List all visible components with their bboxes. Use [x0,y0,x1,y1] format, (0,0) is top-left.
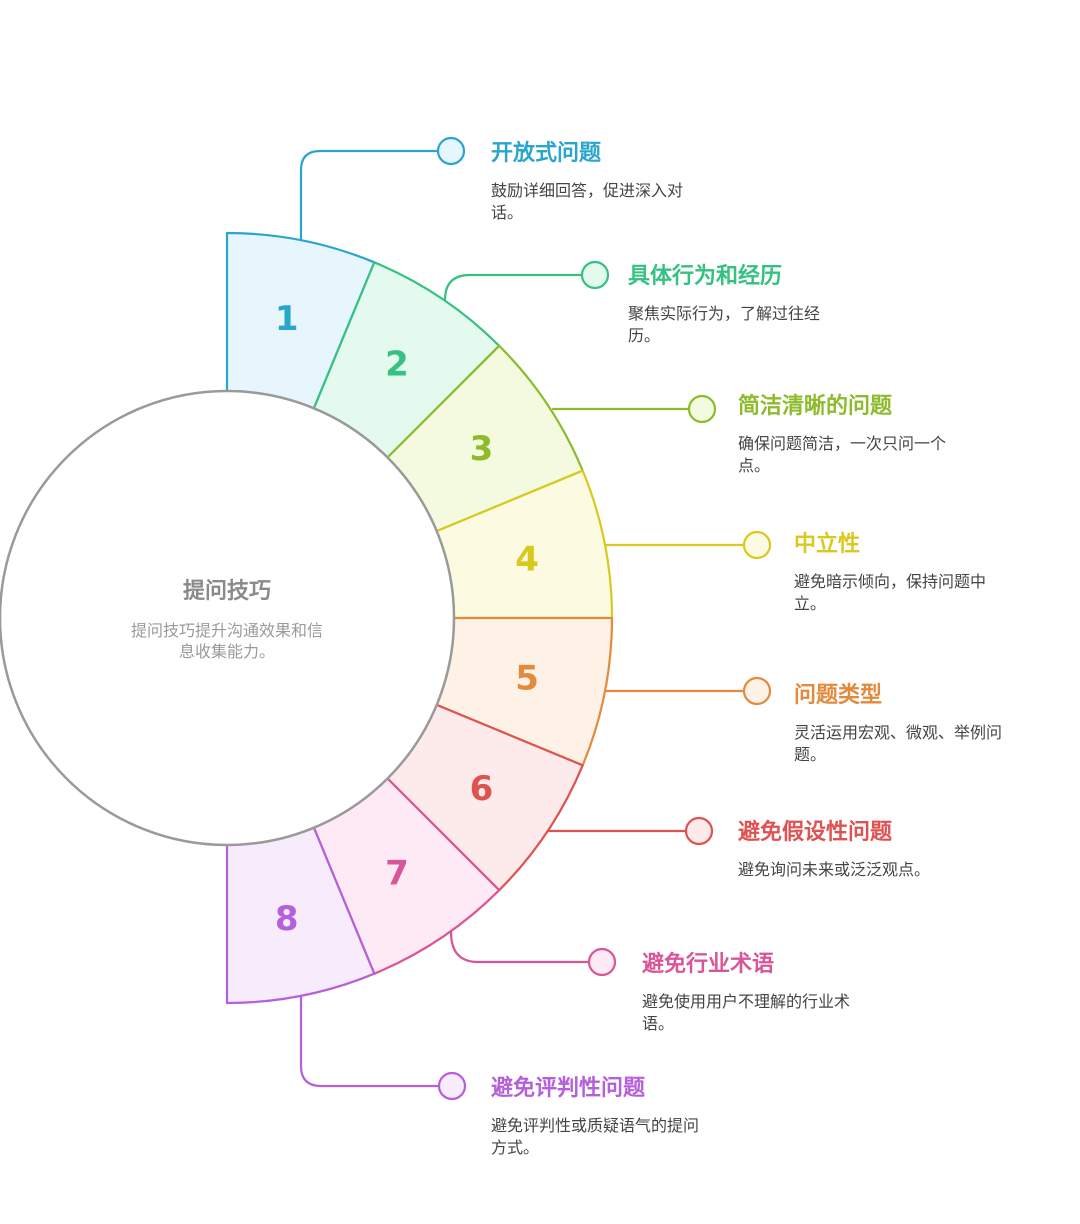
item-labels: 开放式问题鼓励详细回答，促进深入对话。具体行为和经历聚焦实际行为，了解过往经历。… [491,140,1002,1157]
item-desc-8-line-1: 避免评判性或质疑语气的提问 [491,1116,699,1135]
center-circle [0,389,456,847]
connector-node-7 [587,947,617,977]
item-desc-7-line-1: 避免使用用户不理解的行业术 [642,992,850,1011]
item-title-8: 避免评判性问题 [491,1075,646,1101]
item-desc-4-line-1: 避免暗示倾向，保持问题中 [794,572,986,591]
connector-node-5 [742,676,772,706]
connectors [299,136,772,1101]
connector-node-4 [742,530,772,560]
center-node: 提问技巧 提问技巧提升沟通效果和信 息收集能力。 [0,389,456,847]
segment-number-3: 3 [470,429,494,469]
connector-line-1 [299,149,441,242]
segment-number-5: 5 [515,659,539,699]
item-title-2: 具体行为和经历 [628,263,782,289]
ring-segments: 1 2 3 4 5 6 7 8 [225,231,614,1005]
connector-line-2 [443,273,585,302]
center-desc-line-1: 提问技巧提升沟通效果和信 [131,621,323,640]
item-title-1: 开放式问题 [491,140,602,166]
segment-number-1: 1 [275,299,299,339]
item-desc-3-line-1: 确保问题简洁，一次只问一个 [738,434,946,453]
item-title-6: 避免假设性问题 [738,819,893,845]
center-desc-line-2: 息收集能力。 [179,642,275,661]
segment-number-8: 8 [275,899,299,939]
item-desc-2-line-2: 历。 [628,326,660,345]
segment-number-4: 4 [515,539,539,579]
connector-node-3 [687,394,717,424]
item-title-7: 避免行业术语 [642,951,774,977]
connector-node-8 [437,1071,467,1101]
segment-number-6: 6 [470,769,494,809]
item-title-3: 简洁清晰的问题 [738,393,893,419]
connector-line-8 [299,994,442,1088]
center-title: 提问技巧 [183,578,271,604]
item-desc-6-line-1: 避免询问未来或泛泛观点。 [738,860,930,879]
connector-node-6 [684,816,714,846]
segment-number-2: 2 [385,345,409,385]
item-desc-4-line-2: 立。 [794,594,826,613]
item-desc-3-line-2: 点。 [738,456,770,475]
segment-number-7: 7 [385,853,409,893]
item-desc-5-line-2: 题。 [794,745,826,764]
connector-line-7 [449,930,592,964]
item-desc-1-line-2: 话。 [491,203,523,222]
item-title-5: 问题类型 [794,683,882,708]
item-desc-1-line-1: 鼓励详细回答，促进深入对 [491,181,683,200]
item-desc-2-line-1: 聚焦实际行为，了解过往经 [628,304,820,323]
item-desc-5-line-1: 灵活运用宏观、微观、举例问 [794,723,1002,742]
connector-node-2 [580,260,610,290]
item-desc-8-line-2: 方式。 [491,1138,539,1157]
connector-node-1 [436,136,466,166]
item-title-4: 中立性 [794,531,860,557]
item-desc-7-line-2: 语。 [642,1014,674,1033]
